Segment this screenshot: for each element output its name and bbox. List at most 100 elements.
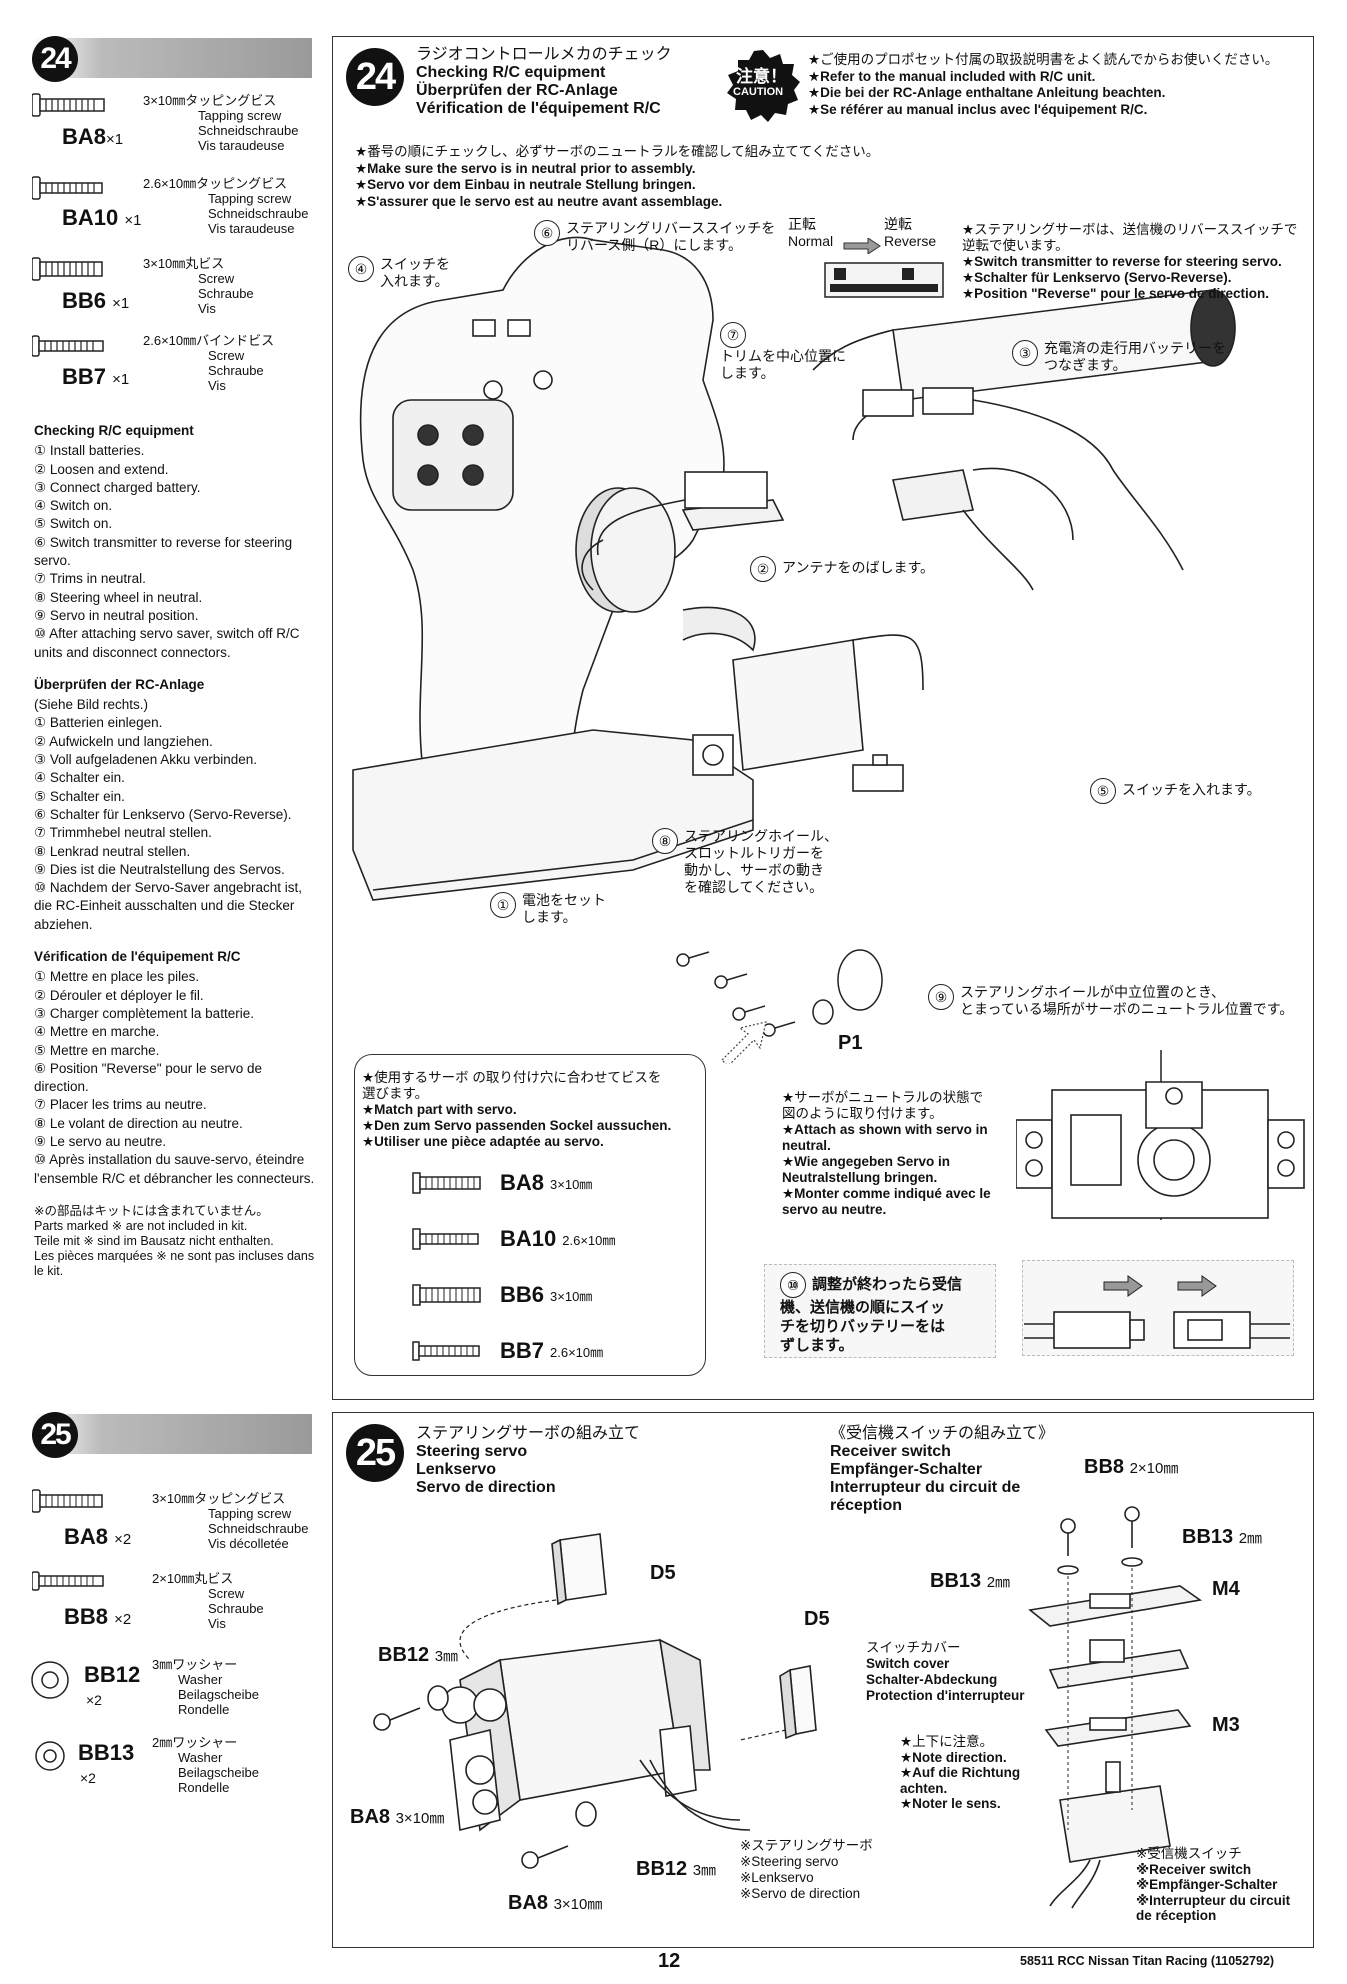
part-code: BB12 <box>84 1662 141 1687</box>
title-jp: ラジオコントロールメカのチェック <box>416 46 672 63</box>
tapping-screw-icon <box>412 1172 481 1194</box>
list-item: ① Install batteries. <box>34 443 145 459</box>
screws-illustration <box>676 949 883 1037</box>
p1-label: P1 <box>838 1032 863 1054</box>
tapping-screw-icon <box>32 1489 103 1513</box>
label-bb12b: BB12 3㎜ <box>636 1858 717 1880</box>
list-item: ⑩ Après installation du sauve-servo, éte… <box>34 1152 315 1186</box>
part-qty: ×2 <box>80 1770 96 1786</box>
label-bb8: BB8 2×10㎜ <box>1084 1456 1179 1478</box>
list-item: ⑦ Trims in neutral. <box>34 571 146 587</box>
list-item: ⑥ Switch transmitter to reverse for stee… <box>34 534 293 569</box>
step25-panel <box>332 1412 1314 1948</box>
list-item: ⑤ Schalter ein. <box>34 788 125 804</box>
list-item: ⑨ Dies ist die Neutralstellung des Servo… <box>34 861 285 877</box>
list-item: ① Mettre en place les piles. <box>34 969 200 985</box>
direction-note: ★上下に注意。 ★Note direction. ★Auf die Richtu… <box>900 1734 1021 1811</box>
list-item: ⑥ Position "Reverse" pour le servo de di… <box>34 1060 263 1095</box>
reverse-switch-icon <box>824 262 944 298</box>
switch-cover-label: スイッチカバー Switch cover Schalter-Abdeckung … <box>866 1640 1025 1703</box>
part-size: 3×10㎜タッピングビス <box>152 1491 286 1506</box>
list-item: ⑩ After attaching servo saver, switch of… <box>34 626 300 660</box>
list-item: ④ Switch on. <box>34 498 113 514</box>
step24-sidebar-bar <box>32 38 312 78</box>
list-item: ④ Mettre en marche. <box>34 1024 160 1040</box>
part-code: BB8 ×2 <box>64 1604 132 1629</box>
list-item: ⑥ Schalter für Lenkservo (Servo-Reverse)… <box>34 806 292 822</box>
part-size: 2㎜ワッシャー <box>152 1735 238 1750</box>
label-bb13a: BB13 2㎜ <box>930 1570 1011 1592</box>
list-item: ③ Charger complètement la batterie. <box>34 1005 254 1021</box>
tapping-screw-icon <box>32 176 103 200</box>
screw-icon <box>412 1341 480 1361</box>
part-code: BA8 ×2 <box>64 1524 132 1549</box>
page-number: 12 <box>658 1950 681 1972</box>
part-size: 2×10㎜丸ビス <box>152 1571 234 1586</box>
screw-icon <box>32 335 104 357</box>
list-item: ⑨ Le servo au neutre. <box>34 1133 167 1149</box>
screw-icon <box>32 1571 104 1591</box>
list-item: ③ Voll aufgeladenen Akku verbinden. <box>34 752 258 768</box>
servo-neutral-diagram <box>1016 1050 1305 1220</box>
step24-intro: ★番号の順にチェックし、必ずサーボのニュートラルを確認して組み立ててください。 … <box>355 144 880 209</box>
part-size: 3×10㎜丸ビス <box>143 256 225 271</box>
list-item: ④ Schalter ein. <box>34 770 125 786</box>
reverse-note: ★ステアリングサーボは、送信機のリバーススイッチで 逆転で使います。 ★Swit… <box>962 222 1298 301</box>
footer-text: 58511 RCC Nissan Titan Racing (11052792) <box>1020 1954 1275 1968</box>
step25-titles: ステアリングサーボの組み立て Steering servo Lenkservo … <box>416 1425 641 1496</box>
label-ba8a: BA8 3×10㎜ <box>350 1806 445 1828</box>
label-m3: M3 <box>1212 1714 1240 1736</box>
washer-2mm-icon <box>35 1741 65 1771</box>
disconnect-connector-icon <box>1024 1275 1290 1349</box>
caution-badge-icon <box>727 50 800 122</box>
list-item: ⑩ Nachdem der Servo-Saver angebracht ist… <box>34 880 302 932</box>
label-d5b: D5 <box>804 1608 830 1630</box>
servo-match-text: ★使用するサーボ の取り付け穴に合わせてビスを 選びます。 ★Match par… <box>362 1070 672 1149</box>
label-bb12a: BB12 3㎜ <box>378 1644 459 1666</box>
transmitter-diagram <box>352 236 1236 901</box>
label-m4: M4 <box>1212 1578 1240 1600</box>
step24-panel <box>332 36 1314 1400</box>
list-item: ⑧ Le volant de direction au neutre. <box>34 1115 243 1131</box>
part-size: 2.6×10㎜タッピングビス <box>143 176 288 191</box>
screw-icon <box>412 1284 481 1306</box>
washer-3mm-icon <box>31 1661 69 1699</box>
receiver-note: ※受信機スイッチ ※Receiver switch ※Empfänger-Sch… <box>1136 1846 1291 1923</box>
servo-note: ※ステアリングサーボ ※Steering servo ※Lenkservo ※S… <box>740 1838 873 1901</box>
caution-notes: ★ご使用のプロポセット付属の取扱説明書をよく読んでからお使いください。 ★Ref… <box>808 52 1279 117</box>
part-code: BA8×1 <box>62 124 124 149</box>
step24-badge: 24 <box>346 48 404 106</box>
part-code: BB6 ×1 <box>62 288 130 313</box>
list-item: ② Dérouler et déployer le fil. <box>34 987 204 1003</box>
list-item: ② Aufwickeln und langziehen. <box>34 733 213 749</box>
insert-arrow-icon <box>721 1021 767 1064</box>
title-fr: Vérification de l'équipement R/C <box>416 100 661 117</box>
part-size: 3㎜ワッシャー <box>152 1657 238 1672</box>
steering-servo-diagram <box>373 1533 817 1869</box>
part-size: 3×10㎜タッピングビス <box>143 93 277 108</box>
list-item: ① Batterien einlegen. <box>34 715 163 731</box>
caution-jp: 注意！ <box>736 67 787 86</box>
step25-sidebar-badge: 25 <box>32 1412 78 1458</box>
step25-badge: 25 <box>346 1424 404 1482</box>
part-code: BA10 ×1 <box>62 205 142 230</box>
arrow-right-icon <box>843 238 881 254</box>
